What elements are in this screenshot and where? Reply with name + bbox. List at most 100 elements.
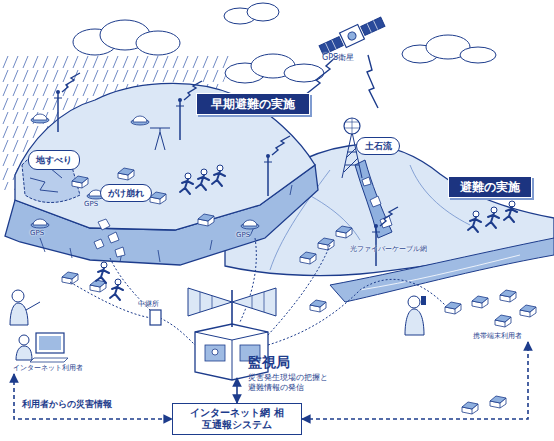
house [500,290,516,302]
antenna-array [188,288,276,316]
illustration-label: 光ファイバーケーブル網 [350,244,427,254]
radio-tower [54,90,62,132]
fiber-cable [70,238,445,345]
action-banner: 避難の実施 [448,176,532,198]
antenna-mast [231,290,233,327]
connector-arrow [302,342,528,419]
cloud-puff [247,3,279,21]
node-title: インターネット利用者 [13,363,83,373]
house [318,238,334,250]
station-building [195,324,268,380]
evacuee [96,262,109,283]
gps-dome [241,220,259,229]
satellite-dish [347,31,358,42]
plateau-top [15,83,315,230]
house [445,302,461,314]
rock [94,239,104,249]
antenna-rib [200,292,264,312]
gps-dome [31,114,49,123]
computer-monitor [36,333,64,353]
house [490,396,506,408]
node-title: 地すべり [36,154,72,167]
house [495,315,511,327]
rock [115,247,125,257]
connector-group [14,342,528,419]
solar-panel [319,37,343,55]
evacuee [196,169,209,190]
house [300,252,316,264]
house [150,192,166,204]
evacuee [212,165,225,186]
monitoring-station-box: 監視局災害発生現場の把握と 避難情報の発信 [160,318,370,378]
satellite-body [340,25,365,48]
debris-rocks [362,177,392,228]
evacuee [504,201,517,222]
house [198,214,214,226]
mobile-user [405,296,426,335]
river-ripple [360,255,520,290]
gps-satellite [318,14,386,57]
house [520,305,536,317]
user-group: インターネット利用者 [8,362,88,374]
hazard-callout: がけ崩れ [100,184,152,202]
falling-rocks [94,219,125,257]
user-head [408,296,420,308]
house [118,168,134,180]
mobile-phone [421,296,426,305]
landslide-crack [30,168,62,192]
radar-dome [344,118,360,134]
radio-tower [264,154,272,196]
node-title: 土石流 [365,140,392,153]
rock [108,232,119,243]
relay-station [150,310,161,325]
radio-tower [176,98,184,140]
house [462,402,478,414]
connector-arrow [236,378,238,403]
signal-bolt [272,136,290,155]
station-window [205,345,225,361]
gps-dome [131,116,149,125]
radar-grid [344,118,360,134]
keyboard [30,358,68,362]
action-banner: 早期避難の実施 [196,93,310,115]
user-body [16,346,32,360]
gps-tripod [150,128,170,150]
evacuee [110,279,123,300]
gps-dome [31,219,49,228]
rock [98,219,110,230]
house [90,280,106,292]
node-body: 災害発生現場の把握と 避難情報の発信 [248,373,334,393]
house [472,296,488,308]
hazard-callout: 土石流 [356,137,400,155]
illustration-label: GPS衛星 [322,52,354,63]
node-title: インターネット網 相互通報システム [187,407,287,431]
rock [362,177,371,186]
user-body [10,302,40,325]
solar-panel [361,17,385,35]
connector-arrow [14,374,172,419]
illustration-label: 中継所 [138,299,159,309]
signal-bolt [367,55,378,108]
house [336,226,352,238]
operator [212,349,218,355]
user-head [19,335,29,345]
illustration-label: GPS [30,229,44,237]
house [72,176,88,188]
node-title: 早期避難の実施 [211,96,295,113]
node-title: 避難の実施 [460,179,520,196]
evacuee [180,173,193,194]
internet-users [10,290,68,362]
hazard-callout: 地すべり [28,150,80,170]
cloud-puff [136,31,180,55]
cloud [73,3,496,83]
node-title: がけ崩れ [108,187,144,200]
cloud-puff [460,47,496,63]
computer-screen [39,336,61,350]
illustration-label: GPS [236,231,250,239]
rock [370,196,381,207]
house [310,300,326,312]
evacuee [486,207,499,228]
evacuee [468,211,481,232]
